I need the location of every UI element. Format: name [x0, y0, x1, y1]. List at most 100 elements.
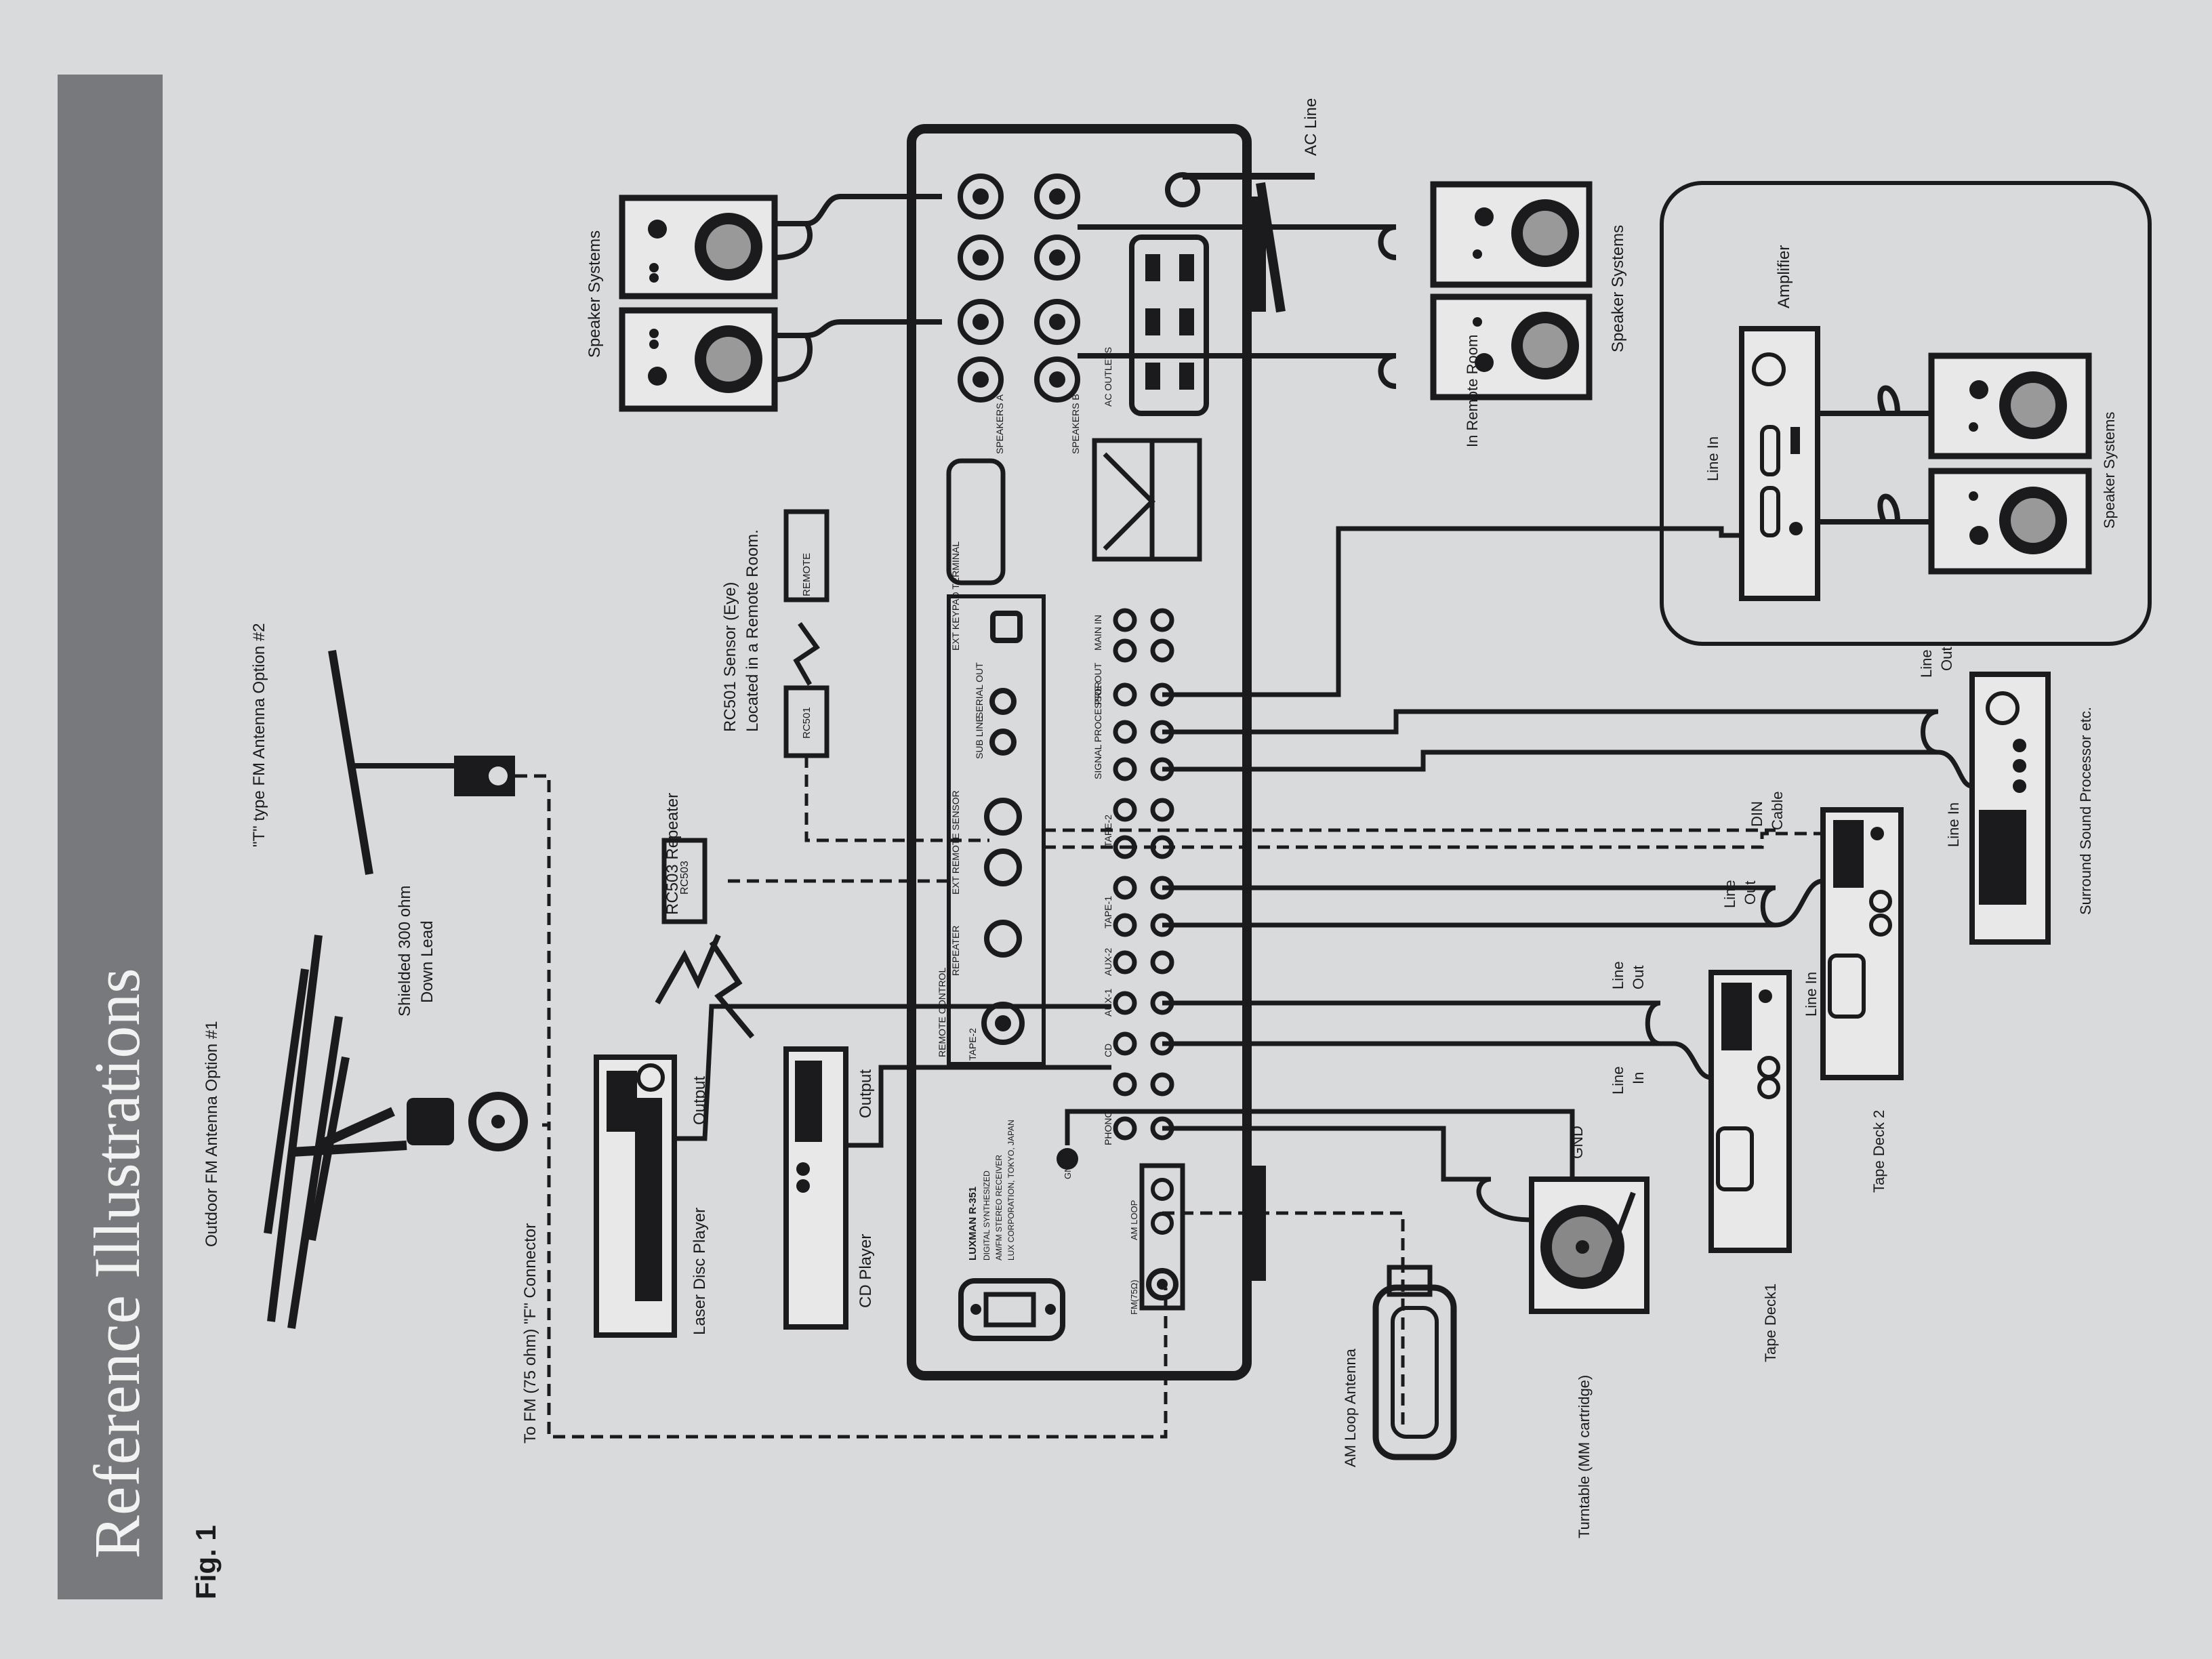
amplifier-label: Amplifier	[1775, 245, 1793, 308]
tape1-cables	[1162, 1000, 1712, 1080]
fm-connector-label: To FM (75 ohm) "F" Connector	[521, 1223, 539, 1443]
rc503-repeater-icon	[661, 838, 708, 924]
din-label-1: DIN	[1748, 801, 1765, 827]
remote-control-jack-core	[995, 1015, 1011, 1031]
receiver-line-4: LUX CORPORATION, TOKYO, JAPAN	[1006, 1120, 1016, 1261]
speaker-left-rear-icon	[619, 307, 778, 412]
rc501-label-1: RC501 Sensor (Eye)	[721, 582, 739, 732]
aux2-label: AUX-2	[1103, 948, 1113, 976]
main-in-label: MAIN IN	[1092, 615, 1103, 651]
surround-label: Surround Sound Processor etc.	[2077, 707, 2094, 915]
cd-player-icon	[783, 1046, 848, 1330]
power-switch-icon	[958, 1278, 1065, 1341]
remote-speakers-label: Speaker Systems	[2101, 412, 2118, 529]
speakers-a-label: SPEAKERS A	[994, 394, 1005, 454]
receiver-back-panel	[907, 124, 1252, 1380]
ac-line-label: AC Line	[1302, 98, 1320, 156]
gnd-screw-icon	[1057, 1148, 1078, 1170]
am-loop-dashed-lead	[1162, 1211, 1405, 1261]
rc501-label-2: Located in a Remote Room.	[743, 529, 762, 732]
tape2-line-in: Line In	[1803, 972, 1820, 1017]
turntable-label: Turntable (MM cartridge)	[1576, 1375, 1593, 1538]
rca-jack-array	[1113, 608, 1174, 1141]
remote-box-label: REMOTE	[801, 553, 813, 596]
rc503-label: RC503 Repeater	[663, 793, 682, 915]
rc503-box-label: RC503	[679, 861, 691, 895]
pre-out-label: PRE OUT	[1092, 662, 1103, 705]
aux1-label: AUX-1	[1103, 989, 1113, 1017]
speakers-left-label: Speaker Systems	[586, 230, 604, 358]
laser-disc-label: Laser Disc Player	[691, 1208, 709, 1335]
fm-terminal-label: FM(75Ω)	[1129, 1279, 1139, 1315]
surround-line-out-2: Out	[1938, 647, 1955, 671]
remote-speaker-2-icon	[1928, 468, 2092, 575]
remote-speaker-1-icon	[1928, 352, 2092, 459]
speaker-left-front-icon	[619, 194, 778, 300]
tape-deck-1-icon	[1708, 970, 1792, 1253]
cd-output-label: Output	[857, 1069, 875, 1118]
repeater-label: REPEATER	[950, 926, 961, 976]
t-type-label: "T" type FM Antenna Option #2	[250, 623, 268, 847]
speaker-wires-left	[774, 194, 942, 382]
receiver-line-3: AM/FM STEREO RECEIVER	[994, 1155, 1004, 1261]
tape1-line-out-2: Out	[1630, 966, 1647, 989]
t-type-antenna-icon	[328, 650, 461, 875]
tape1-line-out-1: Line	[1610, 961, 1626, 989]
serial-out-label: SERIAL OUT	[974, 662, 985, 718]
remote-handset-icon	[783, 509, 830, 602]
remote-control-label: REMOTE CONTROL	[937, 968, 947, 1057]
header-title: Reference Illustrations	[81, 968, 153, 1559]
rc501-box-label: RC501	[801, 707, 813, 739]
balun-icon	[407, 1092, 528, 1151]
am-loop-label: AM Loop Antenna	[1342, 1348, 1359, 1467]
ac-outlets	[1129, 234, 1209, 416]
outdoor-fm-label: Outdoor FM Antenna Option #1	[203, 1021, 221, 1247]
amp-line-in-label: Line In	[1704, 436, 1721, 481]
laser-output-cable	[674, 1004, 1111, 1141]
speaker-right-front-icon	[1430, 181, 1593, 288]
remote-room-box	[1660, 181, 2152, 646]
remote-speaker-wires	[1818, 385, 1931, 525]
cd-player-label: CD Player	[857, 1234, 875, 1308]
ext-keypad-label: EXT KEYPAD TERMINAL	[950, 541, 961, 651]
speaker-right-rear-icon	[1430, 293, 1593, 401]
outdoor-fm-antenna-icon	[264, 935, 407, 1329]
turntable-cables	[1065, 1109, 1575, 1223]
speakers-right-label: Speaker Systems	[1609, 225, 1627, 352]
tape2-line-out-1: Line	[1721, 880, 1738, 908]
surround-cables	[1162, 709, 1973, 789]
receiver-foot-bottom	[1246, 1166, 1266, 1281]
ext-remote-sensor-label: EXT REMOTE SENSOR	[950, 790, 961, 895]
tape1-jacks-label: TAPE-1	[1103, 896, 1113, 928]
figure-label: Fig. 1	[190, 1525, 222, 1599]
tape2-small-label: TAPE-2	[967, 1028, 978, 1061]
surround-line-in: Line In	[1945, 802, 1962, 847]
amplifier-icon	[1739, 326, 1820, 601]
cd-label: CD	[1103, 1044, 1113, 1057]
laser-disc-player-icon	[594, 1054, 677, 1338]
tape-deck-2-label: Tape Deck 2	[1870, 1110, 1887, 1193]
din-label-2: Cable	[1769, 792, 1786, 830]
surround-processor-icon	[1969, 672, 2051, 945]
sub-line-label: SUB LINE	[974, 716, 985, 759]
tape1-line-in-2: In	[1630, 1072, 1647, 1084]
in-remote-room-label: In Remote Room	[1464, 335, 1481, 447]
rc501-dashed	[804, 756, 989, 842]
cd-output-cable	[846, 1065, 1111, 1148]
phono-label: PHONO	[1103, 1111, 1113, 1145]
receiver-brand: LUXMAN R-351	[967, 1187, 979, 1261]
shielded-lead-label-2: Down Lead	[418, 921, 436, 1003]
tape2-line-out-2: Out	[1742, 881, 1759, 905]
tape-deck-2-icon	[1820, 807, 1904, 1080]
pre-out-to-amplifier-cable	[1162, 526, 1742, 697]
fuse-holder	[946, 458, 1006, 586]
ac-outlets-label: AC OUTLETS	[1103, 347, 1113, 407]
transformer-icon	[1092, 438, 1202, 562]
rc501-ir-beam-icon	[793, 621, 820, 686]
am-loop-antenna-icon	[1372, 1265, 1457, 1460]
receiver-line-2: DIGITAL SYNTHESIZED	[982, 1170, 991, 1261]
header-bar	[58, 75, 163, 1599]
ac-line-cord	[1183, 173, 1315, 313]
tape-deck-1-label: Tape Deck1	[1762, 1284, 1779, 1362]
